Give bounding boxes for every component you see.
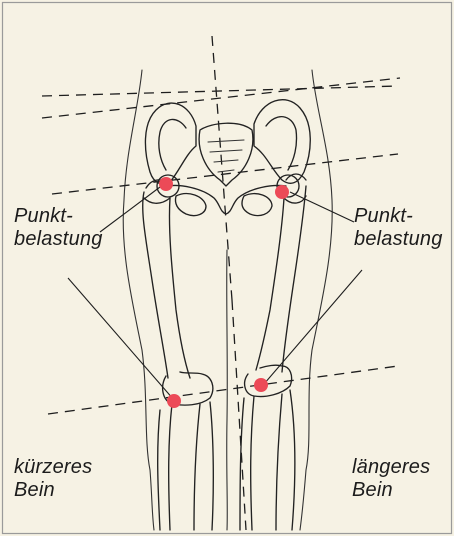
label-shorter-leg-line2: Bein bbox=[14, 479, 92, 502]
label-left-point-load-line2: belastung bbox=[14, 228, 103, 251]
reference-lines bbox=[42, 36, 400, 530]
label-longer-leg-line1: längeres bbox=[352, 456, 430, 479]
label-left-point-load: Punkt- belastung bbox=[14, 205, 103, 251]
pressure-point-left-knee bbox=[167, 394, 181, 408]
label-shorter-leg: kürzeres Bein bbox=[14, 456, 92, 502]
leader-lines bbox=[68, 184, 362, 400]
pressure-point-right-knee bbox=[254, 378, 268, 392]
pressure-point-right-hip bbox=[275, 185, 289, 199]
label-longer-leg-line2: Bein bbox=[352, 479, 430, 502]
label-left-point-load-line1: Punkt- bbox=[14, 205, 103, 228]
pressure-point-left-hip bbox=[159, 177, 173, 191]
label-right-point-load-line2: belastung bbox=[354, 228, 443, 251]
label-shorter-leg-line1: kürzeres bbox=[14, 456, 92, 479]
label-right-point-load: Punkt- belastung bbox=[354, 205, 443, 251]
label-longer-leg: längeres Bein bbox=[352, 456, 430, 502]
label-right-point-load-line1: Punkt- bbox=[354, 205, 443, 228]
femurs bbox=[143, 174, 306, 405]
